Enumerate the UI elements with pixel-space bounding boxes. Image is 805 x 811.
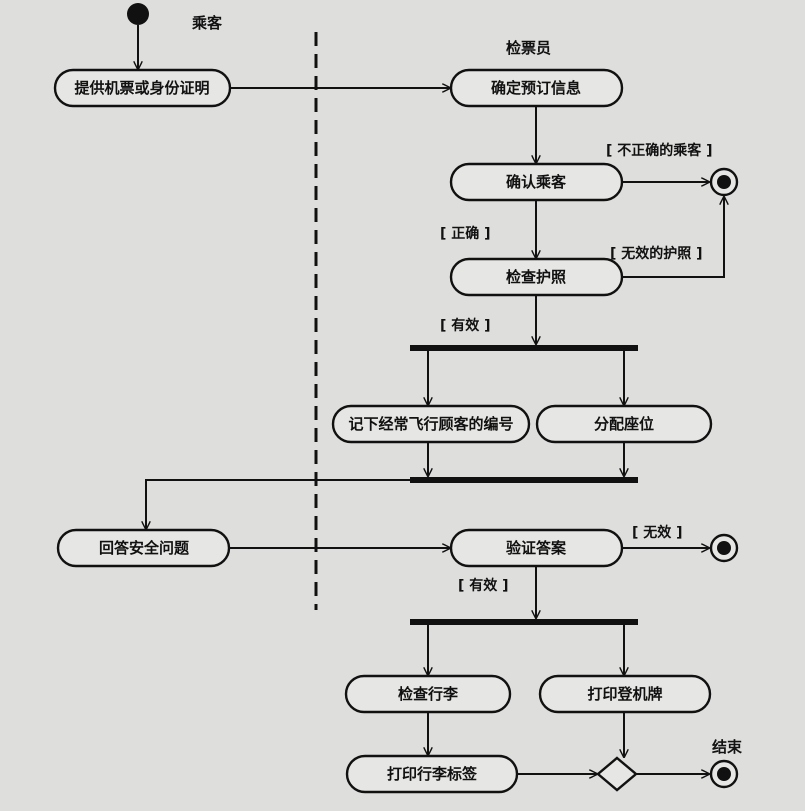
- final-node-2-core: [717, 541, 731, 555]
- fork-bar-1: [410, 345, 638, 351]
- action-check-passport-label: 检查护照: [506, 268, 566, 286]
- join-bar-1: [410, 477, 638, 483]
- guard-invalid: [ 无效 ]: [632, 524, 683, 541]
- lane-title-agent: 检票员: [506, 39, 551, 57]
- final-node-3-core: [717, 767, 731, 781]
- guard-invalid-passport: [ 无效的护照 ]: [610, 245, 703, 262]
- guard-correct: [ 正确 ]: [440, 225, 491, 242]
- action-answer-questions-label: 回答安全问题: [99, 539, 190, 557]
- action-check-luggage-label: 检查行李: [398, 685, 459, 703]
- lane-title-passenger: 乘客: [191, 14, 223, 32]
- action-print-boarding-label: 打印登机牌: [587, 685, 662, 703]
- action-record-flyer-label: 记下经常飞行顾客的编号: [348, 415, 513, 433]
- flow-passport-to-end1: [622, 197, 724, 278]
- action-verify-answers-label: 验证答案: [506, 539, 567, 557]
- action-confirm-booking-label: 确定预订信息: [491, 79, 581, 97]
- guard-wrong-passenger: [ 不正确的乘客 ]: [606, 142, 713, 159]
- merge-node: [596, 756, 638, 792]
- action-provide-ticket-label: 提供机票或身份证明: [74, 79, 209, 97]
- end-label: 结束: [712, 738, 743, 756]
- guard-valid-2: [ 有效 ]: [458, 577, 509, 594]
- initial-node: [127, 3, 149, 25]
- action-confirm-passenger-label: 确认乘客: [506, 173, 567, 191]
- guard-valid: [ 有效 ]: [440, 317, 491, 334]
- fork-bar-2: [410, 619, 638, 625]
- action-assign-seat-label: 分配座位: [594, 415, 654, 433]
- final-node-1-core: [717, 175, 731, 189]
- action-record-flyer: [331, 404, 531, 444]
- action-print-luggage-tag-label: 打印行李标签: [387, 765, 478, 783]
- flow-join-to-answer: [146, 479, 410, 529]
